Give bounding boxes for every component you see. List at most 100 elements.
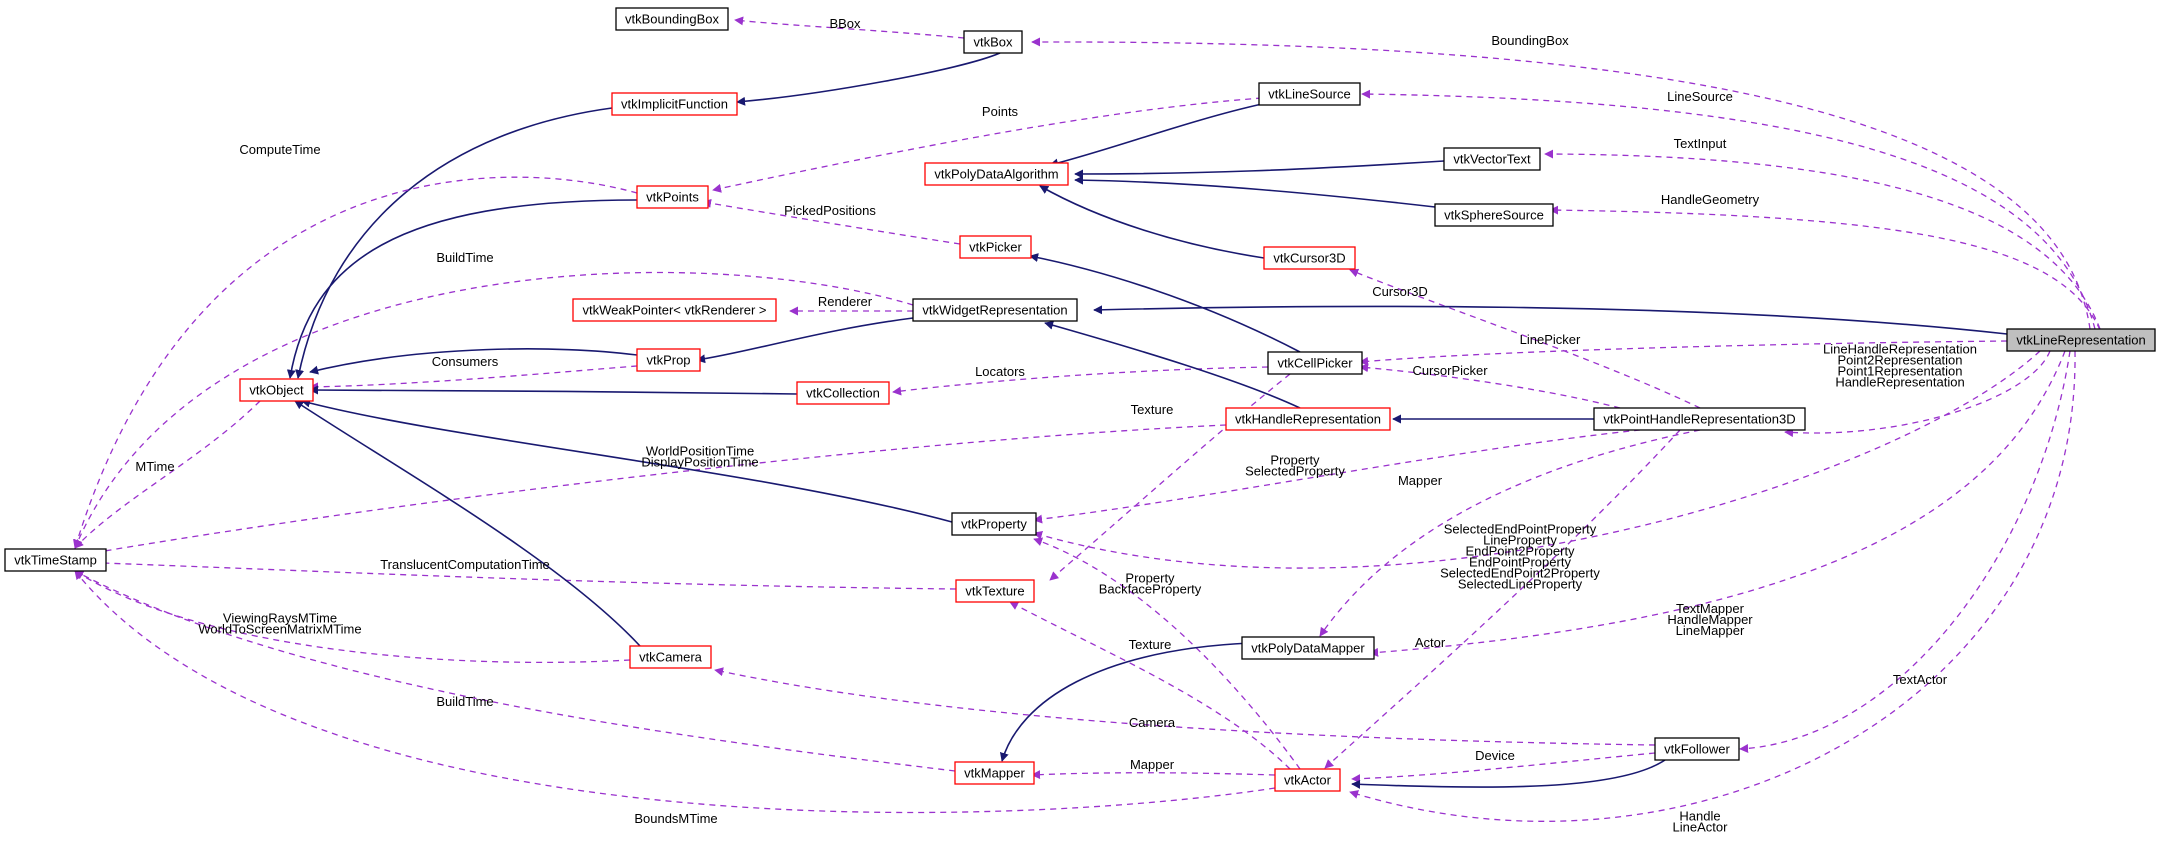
class-node-vtkCursor3D[interactable]: vtkCursor3D <box>1263 246 1356 270</box>
class-node-box <box>611 92 738 116</box>
class-node-label: vtkProp <box>646 353 690 368</box>
edge-vtkPointHandleRepresentation3D-to-vtkCellPicker <box>1359 363 1621 409</box>
class-node-vtkWeakPointer[interactable]: vtkWeakPointer< vtkRenderer > <box>572 298 777 322</box>
edge-label: TranslucentComputationTime <box>380 557 550 572</box>
class-node-vtkPolyDataMapper[interactable]: vtkPolyDataMapper <box>1241 636 1375 660</box>
edge-label: SelectedEndPointProperty <box>1444 522 1597 537</box>
class-node-label: vtkPicker <box>969 240 1022 255</box>
edge-label: Handle <box>1679 809 1720 824</box>
edge-label: LineMapper <box>1676 623 1745 638</box>
edge-vtkHandleRepresentation-to-vtkWidgetRepresentation <box>1044 320 1301 409</box>
class-node-box <box>959 235 1032 259</box>
class-node-vtkActor[interactable]: vtkActor <box>1274 768 1341 792</box>
edge-vtkProp-to-vtkObject <box>309 348 638 375</box>
class-node-vtkPolyDataAlgorithm[interactable]: vtkPolyDataAlgorithm <box>924 162 1069 186</box>
class-node-vtkPoints[interactable]: vtkPoints <box>636 185 709 209</box>
edge-vtkLineRepresentation-to-vtkActor <box>1349 350 2076 822</box>
edge-vtkLineRepresentation-to-vtkPolyDataMapper <box>1369 350 2066 657</box>
edge-label: Consumers <box>432 354 499 369</box>
edge-label: Point1Representation <box>1837 364 1962 379</box>
class-node-label: vtkPointHandleRepresentation3D <box>1603 412 1795 427</box>
edge-label: BBox <box>829 16 861 31</box>
class-node-vtkWidgetRepresentation[interactable]: vtkWidgetRepresentation <box>912 298 1078 322</box>
edge-label: CursorPicker <box>1412 363 1488 378</box>
class-node-vtkImplicitFunction[interactable]: vtkImplicitFunction <box>611 92 738 116</box>
edge-vtkProp-to-vtkObject <box>309 365 638 392</box>
edge-label: Property <box>1125 571 1175 586</box>
edge-vtkFollower-to-vtkCamera <box>714 667 1656 746</box>
class-node-vtkCamera[interactable]: vtkCamera <box>629 645 712 669</box>
edge-vtkBox-to-vtkBoundingBox <box>734 16 965 39</box>
edge-label: SelectedLineProperty <box>1458 577 1583 592</box>
edge-vtkVectorText-to-vtkPolyDataAlgorithm <box>1074 160 1445 179</box>
edge-vtkBox-to-vtkImplicitFunction <box>736 52 1001 106</box>
class-node-vtkSphereSource[interactable]: vtkSphereSource <box>1434 203 1554 227</box>
class-node-box <box>572 298 777 322</box>
edge-label: LineHandleRepresentation <box>1823 342 1977 357</box>
edge-vtkActor-to-vtkTexture <box>1009 601 1291 770</box>
edge-label: Device <box>1475 748 1515 763</box>
class-node-label: vtkPoints <box>646 190 699 205</box>
edge-vtkLineSource-to-vtkPoints <box>712 97 1263 193</box>
class-node-vtkCellPicker[interactable]: vtkCellPicker <box>1267 351 1363 375</box>
edge-label: Camera <box>1129 715 1176 730</box>
class-node-vtkProperty[interactable]: vtkProperty <box>951 512 1037 536</box>
edge-label: Mapper <box>1130 757 1175 772</box>
class-node-vtkTexture[interactable]: vtkTexture <box>955 579 1035 603</box>
class-node-box <box>951 512 1037 536</box>
edge-vtkCursor3D-to-vtkPolyDataAlgorithm <box>1039 185 1265 259</box>
edge-vtkWidgetRepresentation-to-vtkTimeStamp <box>73 271 914 549</box>
edge-vtkLineRepresentation-to-vtkBox <box>1031 37 2091 330</box>
class-node-vtkObject[interactable]: vtkObject <box>239 378 314 402</box>
class-node-vtkPicker[interactable]: vtkPicker <box>959 235 1032 259</box>
edge-vtkTexture-to-vtkTimeStamp <box>74 557 957 590</box>
class-node-vtkTimeStamp[interactable]: vtkTimeStamp <box>4 548 107 572</box>
class-node-vtkVectorText[interactable]: vtkVectorText <box>1443 147 1541 171</box>
class-node-box <box>1258 82 1361 106</box>
class-node-vtkMapper[interactable]: vtkMapper <box>954 761 1035 785</box>
class-node-label: vtkCursor3D <box>1273 251 1345 266</box>
class-node-vtkLineRepresentation[interactable]: vtkLineRepresentation <box>2006 328 2156 352</box>
edge-vtkPicker-to-vtkPoints <box>702 198 961 245</box>
edge-label: HandleGeometry <box>1661 192 1760 207</box>
edge-vtkPoints-to-vtkObject <box>286 199 638 379</box>
class-node-box <box>796 381 890 405</box>
class-node-vtkBoundingBox[interactable]: vtkBoundingBox <box>615 7 729 31</box>
class-node-box <box>1267 351 1363 375</box>
edge-label: PickedPositions <box>784 203 876 218</box>
edge-label: Mapper <box>1398 473 1443 488</box>
class-node-vtkProp[interactable]: vtkProp <box>636 348 701 372</box>
edge-vtkImplicitFunction-to-vtkObject <box>295 107 613 379</box>
class-node-vtkCollection[interactable]: vtkCollection <box>796 381 890 405</box>
class-node-vtkHandleRepresentation[interactable]: vtkHandleRepresentation <box>1225 407 1391 431</box>
edge-label: BuildTime <box>436 250 493 265</box>
class-node-vtkLineSource[interactable]: vtkLineSource <box>1258 82 1361 106</box>
class-node-box <box>1225 407 1391 431</box>
class-node-label: vtkFollower <box>1664 742 1730 757</box>
edge-label: Locators <box>975 364 1025 379</box>
class-node-vtkFollower[interactable]: vtkFollower <box>1654 737 1740 761</box>
edge-label: LineProperty <box>1483 533 1557 548</box>
class-node-box <box>912 298 1078 322</box>
edge-vtkActor-to-vtkTimeStamp <box>74 570 1276 814</box>
edge-vtkLineRepresentation-to-vtkProperty <box>1033 350 2041 569</box>
edge-vtkSphereSource-to-vtkPolyDataAlgorithm <box>1074 175 1436 208</box>
edge-label: MTime <box>135 459 174 474</box>
edge-label: DisplayPositionTime <box>641 455 758 470</box>
class-node-vtkPointHandleRepresentation3D[interactable]: vtkPointHandleRepresentation3D <box>1593 407 1806 431</box>
class-node-label: vtkSphereSource <box>1444 208 1544 223</box>
edge-label: Actor <box>1415 635 1446 650</box>
edge-label: EndPoint2Property <box>1465 544 1575 559</box>
class-node-box <box>1593 407 1806 431</box>
edge-label: ComputeTime <box>239 142 320 157</box>
edge-label: TextMapper <box>1676 601 1745 616</box>
class-node-box <box>636 185 709 209</box>
edge-vtkWidgetRepresentation-to-vtkProp <box>696 317 914 364</box>
edge-vtkLineRepresentation-to-vtkWidgetRepresentation <box>1093 305 2008 335</box>
class-node-label: vtkCellPicker <box>1277 356 1353 371</box>
class-node-label: vtkTimeStamp <box>14 553 97 568</box>
edge-vtkPointHandleRepresentation3D-to-vtkPolyDataMapper <box>1319 429 1701 637</box>
class-node-vtkBox[interactable]: vtkBox <box>963 30 1023 54</box>
class-node-box <box>615 7 729 31</box>
edge-vtkMapper-to-vtkTimeStamp <box>74 570 956 772</box>
